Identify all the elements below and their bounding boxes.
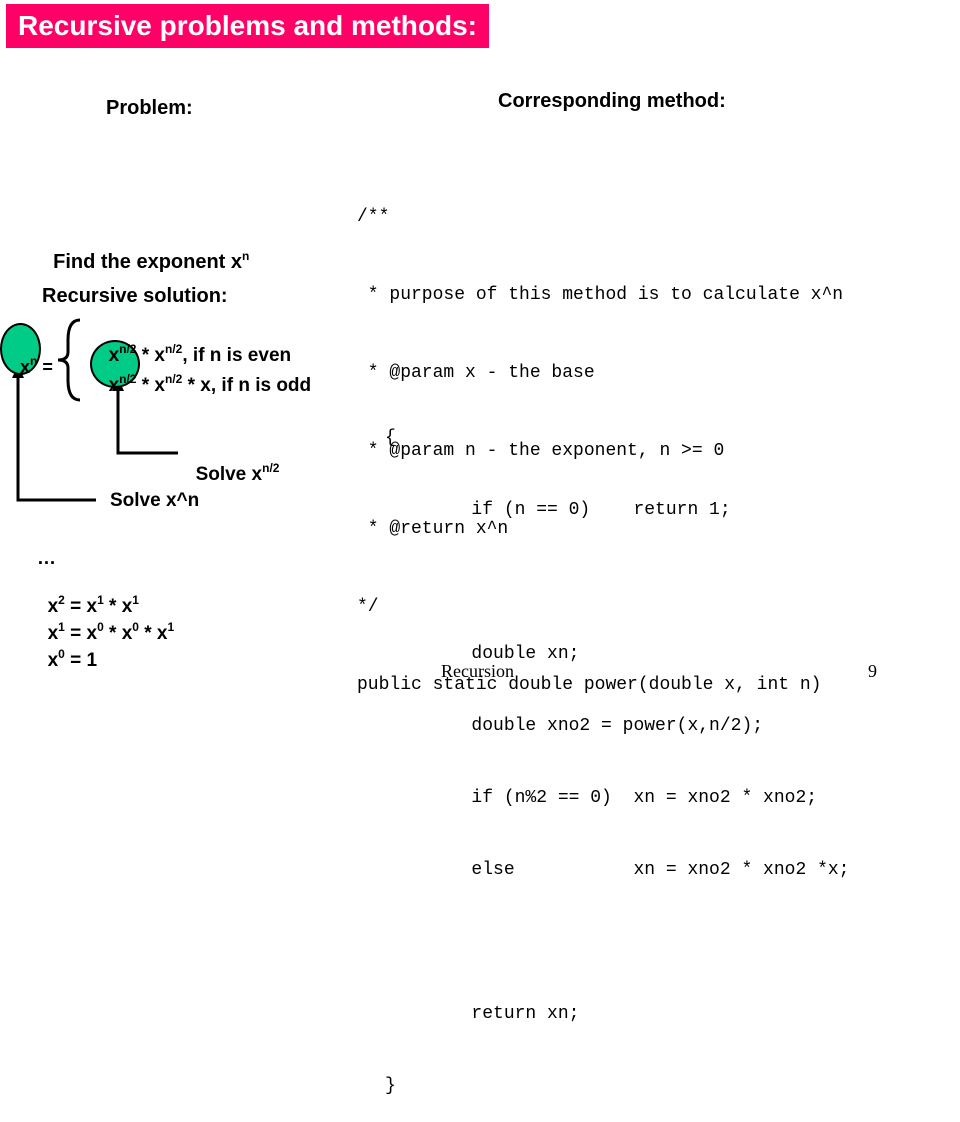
xn2-highlight-circle bbox=[90, 340, 140, 388]
code-header: /** * purpose of this method is to calcu… bbox=[357, 152, 843, 724]
code-line: * @param x - the base bbox=[357, 363, 595, 383]
code-line: double xn; bbox=[385, 644, 580, 664]
code-line: } bbox=[385, 1076, 396, 1096]
slide-title: Recursive problems and methods: bbox=[6, 4, 490, 48]
xn-highlight-circle bbox=[0, 323, 41, 375]
arrow-line-solve-n bbox=[16, 375, 96, 502]
problem-heading: Problem: bbox=[106, 97, 193, 119]
solve-half-label: Solve xn/2 bbox=[195, 461, 280, 485]
equation-x2: x2 = x1 * x1 bbox=[47, 593, 139, 617]
method-heading: Corresponding method: bbox=[498, 90, 726, 112]
brace-shape bbox=[57, 318, 81, 402]
code-line: * purpose of this method is to calculate… bbox=[357, 285, 844, 305]
case-even: xn/2 * xn/2, if n is even bbox=[108, 342, 292, 366]
code-line: return xn; bbox=[385, 1004, 580, 1024]
solve-n-label: Solve x^n bbox=[110, 490, 200, 511]
code-line: else xn = xno2 * xno2 *x; bbox=[385, 860, 850, 880]
code-line bbox=[385, 570, 849, 594]
code-line bbox=[385, 930, 849, 954]
find-exponent-text: Find the exponent xn bbox=[53, 249, 250, 273]
ellipsis: … bbox=[37, 548, 56, 569]
code-line: double xno2 = power(x,n/2); bbox=[385, 716, 764, 736]
equation-x1: x1 = x0 * x0 * x1 bbox=[47, 620, 175, 644]
code-line: { bbox=[385, 428, 396, 448]
code-line: public static double power(double x, int… bbox=[357, 675, 822, 695]
code-line: * @return x^n bbox=[357, 519, 509, 539]
code-line: * @param n - the exponent, n >= 0 bbox=[357, 441, 725, 461]
code-line: if (n%2 == 0) xn = xno2 * xno2; bbox=[385, 788, 818, 808]
case-odd: xn/2 * xn/2 * x, if n is odd bbox=[108, 372, 312, 396]
footer-label: Recursion bbox=[441, 661, 514, 681]
recursive-solution-label: Recursive solution: bbox=[42, 285, 228, 307]
equation-x0: x0 = 1 bbox=[47, 647, 98, 671]
page-number: 9 bbox=[868, 661, 877, 681]
lhs-xn: xn = bbox=[20, 354, 53, 377]
code-body: { if (n == 0) return 1; double xn; doubl… bbox=[385, 378, 849, 1122]
arrow-line-solve-half bbox=[116, 388, 178, 455]
code-line: if (n == 0) return 1; bbox=[385, 500, 731, 520]
code-line: */ bbox=[357, 597, 379, 617]
code-line: /** bbox=[357, 207, 390, 227]
